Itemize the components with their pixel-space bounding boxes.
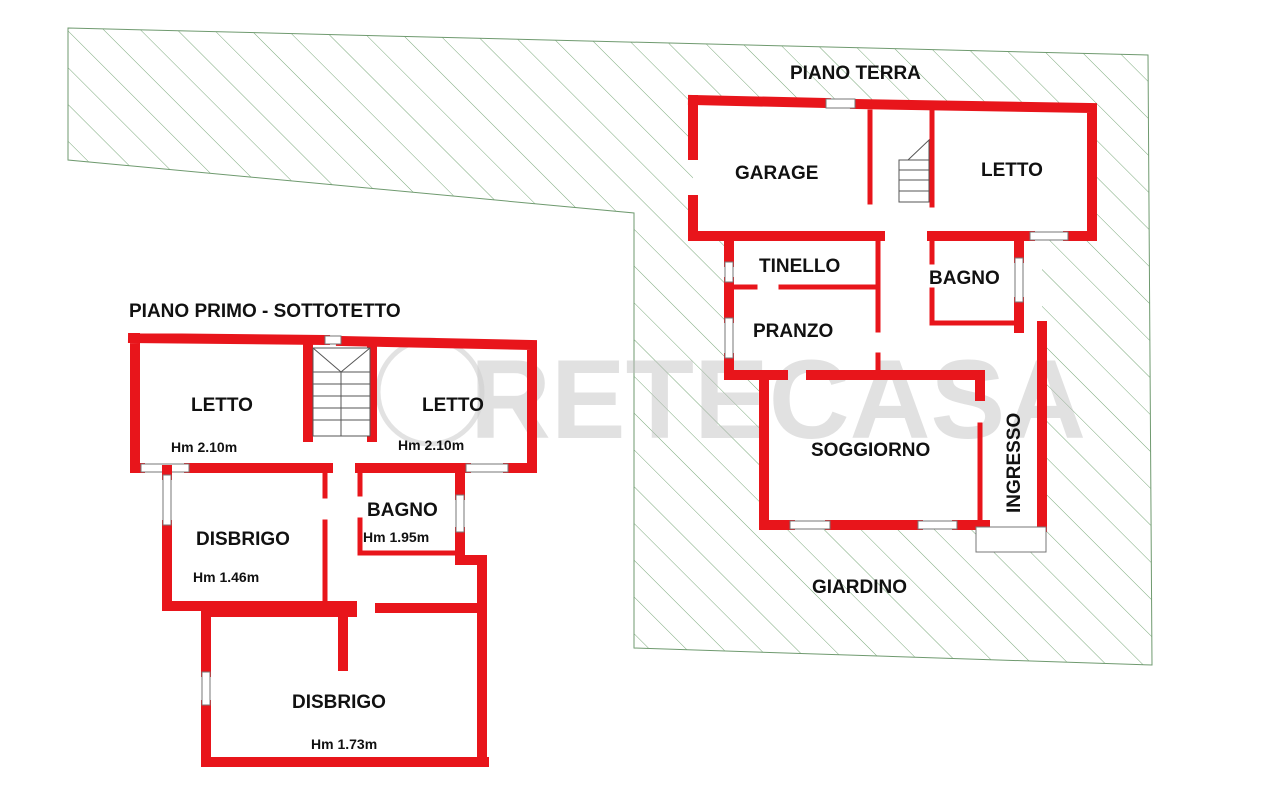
room-height-disbrigo-1: Hm 1.46m — [193, 569, 259, 585]
room-label-disbrigo-2: DISBRIGO — [292, 692, 386, 713]
room-label-garage: GARAGE — [735, 163, 818, 184]
room-height-disbrigo-2: Hm 1.73m — [311, 736, 377, 752]
garden-label: GIARDINO — [812, 577, 907, 598]
watermark: RETECASA — [470, 337, 1086, 462]
stairs-icon — [898, 138, 930, 203]
ground-floor-footprint — [693, 100, 1096, 552]
room-label-bagno: BAGNO — [929, 268, 1000, 289]
room-label-pranzo: PRANZO — [753, 321, 833, 342]
room-height-bagno-1: Hm 1.95m — [363, 529, 429, 545]
first-floor-walls — [127, 332, 537, 767]
room-label-soggiorno: SOGGIORNO — [811, 440, 930, 461]
room-label-disbrigo-1: DISBRIGO — [196, 529, 290, 550]
room-label-bagno-1: BAGNO — [367, 500, 438, 521]
ground-floor-walls — [687, 94, 1097, 553]
room-label-letto-1: LETTO — [191, 395, 253, 416]
ground-floor-title: PIANO TERRA — [790, 63, 921, 84]
first-floor-title: PIANO PRIMO - SOTTOTETTO — [129, 301, 401, 322]
room-label-letto: LETTO — [981, 160, 1043, 181]
room-label-ingresso: INGRESSO — [1004, 413, 1025, 513]
room-height-letto-1: Hm 2.10m — [171, 439, 237, 455]
room-label-tinello: TINELLO — [759, 256, 840, 277]
room-height-letto-2: Hm 2.10m — [398, 437, 464, 453]
room-label-letto-2: LETTO — [422, 395, 484, 416]
stairs-icon — [312, 347, 371, 437]
